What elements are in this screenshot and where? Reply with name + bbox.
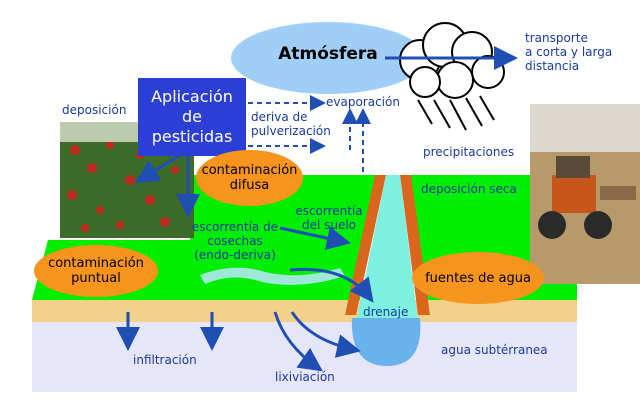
point-contamination-oval: contaminación puntual [34,245,158,297]
rain-lines [417,95,495,131]
leaching-arrow-1 [273,311,323,372]
cloud-icon [399,22,505,99]
spray-drift-line-2: pulverización [251,124,331,138]
diffuse-line-1: contaminación [201,163,298,178]
orchard-apples [67,141,179,232]
dry-deposition-label: deposición seca [421,182,517,196]
drainage-pool [351,318,421,366]
diffuse-contamination-oval: contaminación difusa [196,150,303,206]
crop-runoff-line-3: (endo-deriva) [194,248,276,262]
soil-runoff-arrow [279,226,351,250]
soil-runoff-label: escorrentía del suelo [288,204,370,232]
spray-drift-line-1: deriva de [251,110,308,124]
transport-label: transporte a corta y larga distancia [525,31,612,73]
water-sources-text: fuentes de agua [425,270,531,286]
application-line-2: de [181,107,202,126]
spray-drift-label: deriva de pulverización [251,110,331,138]
application-line-3: pesticidas [151,127,233,146]
application-line-1: Aplicación [151,87,233,106]
leaching-label: lixiviación [275,370,335,384]
evaporation-label: evaporación [326,95,400,109]
point-line-2: puntual [71,271,121,286]
infiltration-label: infiltración [133,353,197,367]
soil-runoff-line-1: escorrentía [295,204,363,218]
transport-line-3: distancia [525,59,580,73]
diffuse-line-2: difusa [229,178,270,193]
deposition-label: deposición [62,103,127,117]
crop-runoff-line-2: cosechas [207,234,263,248]
transport-line-2: a corta y larga [525,45,613,59]
drainage-label: drenaje [363,305,409,319]
atmosphere-label: Atmósfera [278,44,378,64]
pesticide-application-box: Aplicación de pesticidas [138,78,246,156]
crop-runoff-label: escorrentía de cosechas (endo-deriva) [180,220,290,262]
transport-line-1: transporte [525,31,588,45]
groundwater-label: agua subtérranea [441,343,548,357]
point-line-1: contaminación [48,256,144,271]
drainage-arrow [289,267,374,303]
runoff-stream [200,267,345,285]
tractor [538,156,636,239]
atmosphere-ellipse [231,22,425,94]
leaching-arrow-2 [290,311,361,358]
sand-layer [32,300,577,322]
water-sources-oval: fuentes de agua [412,252,544,304]
soil-runoff-line-2: del suelo [301,218,357,232]
crop-runoff-line-1: escorrentía de [191,220,279,234]
application-drift-arrow [134,153,181,184]
precipitation-label: precipitaciones [423,145,515,159]
